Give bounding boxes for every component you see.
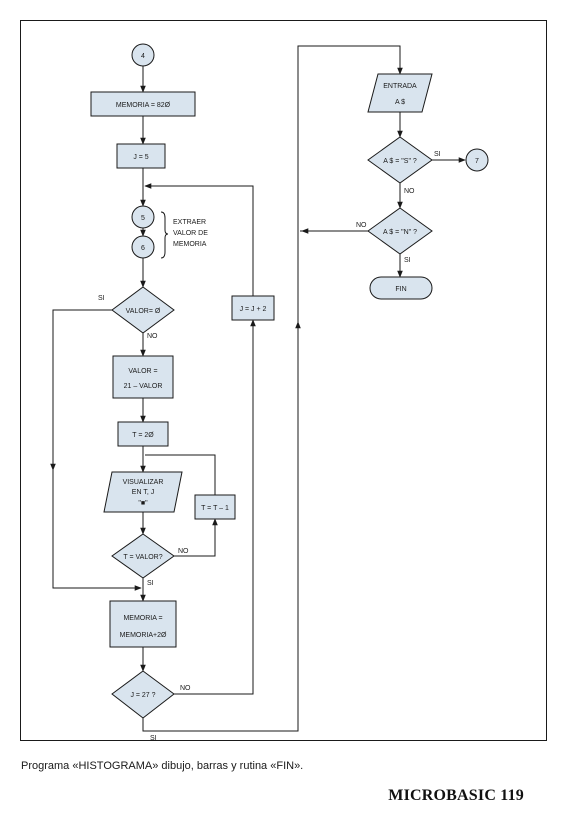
flow-lines: [50, 45, 466, 732]
svg-text:MEMORIA =: MEMORIA =: [123, 615, 162, 622]
svg-text:EN T, J: EN T, J: [132, 489, 154, 496]
process-t-decrement: T = T – 1: [194, 494, 236, 520]
svg-text:VALOR= Ø: VALOR= Ø: [126, 308, 161, 315]
svg-text:A $ = "N" ?: A $ = "N" ?: [383, 229, 417, 236]
process-memoria-init: MEMORIA = 82Ø: [90, 91, 196, 117]
diagram-frame: [20, 20, 547, 741]
svg-text:T = VALOR?: T = VALOR?: [123, 554, 162, 561]
svg-text:MEMORIA: MEMORIA: [173, 241, 207, 248]
svg-text:5: 5: [141, 215, 145, 222]
svg-text:EXTRAER: EXTRAER: [173, 219, 206, 226]
connector-5: 5: [131, 205, 155, 229]
svg-text:A $: A $: [395, 99, 405, 106]
svg-text:MEMORIA+2Ø: MEMORIA+2Ø: [120, 632, 167, 639]
process-j-init: J = 5: [116, 143, 166, 169]
svg-text:4: 4: [141, 53, 145, 60]
decision-valor-zero: VALOR= Ø: [111, 286, 175, 334]
process-t-init: T = 2Ø: [117, 421, 169, 447]
page-footer: MICROBASIC 119: [388, 787, 524, 804]
process-valor: VALOR = 21 – VALOR: [112, 355, 174, 399]
connector-6: 6: [131, 235, 155, 259]
svg-text:J = J + 2: J = J + 2: [240, 306, 267, 313]
label-si-valor: SI: [98, 295, 105, 302]
svg-text:T = T – 1: T = T – 1: [201, 505, 229, 512]
label-si-n: SI: [404, 257, 411, 264]
svg-text:T = 2Ø: T = 2Ø: [132, 432, 154, 439]
svg-text:J = 27 ?: J = 27 ?: [130, 692, 155, 699]
connector-7: 7: [465, 148, 489, 172]
process-j-increment: J = J + 2: [231, 295, 275, 321]
branch-labels: SI NO NO SI NO SI SI NO NO SI: [98, 151, 441, 742]
svg-text:A $ = "S" ?: A $ = "S" ?: [383, 158, 417, 165]
annotation-extraer: EXTRAER VALOR DE MEMORIA: [160, 211, 208, 259]
label-no-t: NO: [178, 548, 189, 555]
svg-text:VALOR DE: VALOR DE: [173, 230, 208, 237]
svg-text:VALOR =: VALOR =: [128, 368, 157, 375]
io-entrada: ENTRADA A $: [367, 73, 433, 113]
label-no-valor: NO: [147, 333, 158, 340]
svg-text:"■": "■": [138, 500, 148, 507]
svg-text:FIN: FIN: [395, 286, 406, 293]
svg-text:ENTRADA: ENTRADA: [383, 83, 417, 90]
terminal-fin: FIN: [369, 276, 433, 300]
decision-s: A $ = "S" ?: [367, 136, 433, 184]
decision-n: A $ = "N" ?: [367, 207, 433, 255]
svg-text:21 – VALOR: 21 – VALOR: [124, 383, 163, 390]
svg-text:6: 6: [141, 245, 145, 252]
svg-text:J = 5: J = 5: [133, 154, 148, 161]
label-no-n: NO: [356, 222, 367, 229]
connector-4: 4: [131, 43, 155, 67]
label-no-j: NO: [180, 685, 191, 692]
decision-t-valor: T = VALOR?: [111, 533, 175, 579]
svg-text:VISUALIZAR: VISUALIZAR: [123, 479, 164, 486]
label-si-s: SI: [434, 151, 441, 158]
decision-j-27: J = 27 ?: [111, 670, 175, 719]
svg-text:7: 7: [475, 158, 479, 165]
io-visualizar: VISUALIZAR EN T, J "■": [103, 471, 183, 513]
label-no-s: NO: [404, 188, 415, 195]
figure-caption: Programa «HISTOGRAMA» dibujo, barras y r…: [21, 760, 304, 772]
label-si-j: SI: [150, 735, 157, 742]
label-si-t: SI: [147, 580, 154, 587]
process-memoria-add: MEMORIA = MEMORIA+2Ø: [109, 600, 177, 648]
svg-text:MEMORIA = 82Ø: MEMORIA = 82Ø: [116, 102, 171, 109]
